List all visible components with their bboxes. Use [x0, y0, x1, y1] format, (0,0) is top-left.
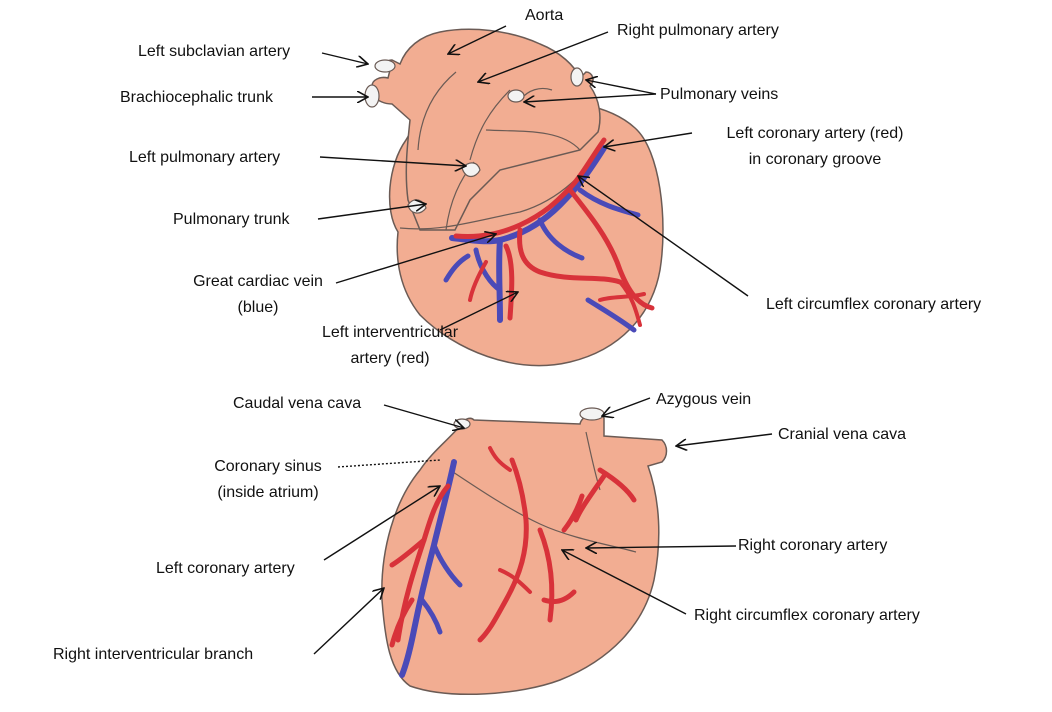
label-pulmonary-veins: Pulmonary veins — [660, 86, 779, 103]
arrow-caudal-vena-cava — [383, 404, 464, 428]
arrow-cranial-vena-cava — [676, 433, 773, 446]
label-caudal-vena-cava: Caudal vena cava — [233, 395, 362, 412]
label-great-cardiac-vein: Great cardiac vein (blue) — [176, 272, 340, 318]
subclavian-opening — [374, 59, 396, 73]
heart-top-divisions — [399, 71, 605, 231]
arrow-left-coronary-bottom — [323, 486, 440, 561]
arrow-aorta — [448, 25, 507, 54]
label-right-interventricular-branch: Right interventricular branch — [53, 646, 254, 663]
label-pulmonary-trunk: Pulmonary trunk — [173, 211, 290, 228]
label-cranial-vena-cava: Cranial vena cava — [778, 426, 907, 443]
label-left-coronary-artery-red: Left coronary artery (red) in coronary g… — [700, 124, 930, 170]
bottom-coronary-vessels — [389, 446, 637, 678]
arrow-left-interventricular — [439, 292, 518, 331]
brachiocephalic-opening — [364, 84, 380, 108]
arrow-left-subclavian — [321, 52, 368, 64]
arrow-right-interventricular — [313, 588, 384, 655]
label-coronary-sinus: Coronary sinus (inside atrium) — [198, 457, 338, 503]
label-left-coronary-artery-bottom: Left coronary artery — [156, 560, 295, 577]
label-left-coronary-artery-line1: Left coronary artery (red) — [726, 125, 904, 142]
label-brachiocephalic-trunk: Brachiocephalic trunk — [120, 89, 273, 106]
pulmonary-vein-opening-1 — [570, 67, 584, 87]
label-aorta: Aorta — [525, 7, 564, 24]
heart-bottom-view — [381, 407, 668, 695]
arrow-azygous-vein — [602, 397, 651, 416]
arrow-left-pulmonary — [319, 156, 466, 166]
dotted-coronary-sinus — [337, 459, 441, 468]
label-left-circumflex-coronary-artery: Left circumflex coronary artery — [766, 296, 982, 313]
label-left-subclavian-artery: Left subclavian artery — [138, 43, 291, 60]
pulmonary-vein-opening-2 — [507, 89, 525, 103]
heart-top-view — [364, 28, 664, 367]
arrow-pulmonary-veins-2 — [524, 93, 657, 102]
arrow-left-coronary — [604, 132, 693, 147]
label-coronary-sinus-line2: (inside atrium) — [217, 484, 319, 501]
label-right-pulmonary-artery: Right pulmonary artery — [617, 22, 779, 39]
label-left-interventricular-line2: artery (red) — [350, 350, 430, 367]
label-great-cardiac-vein-line1: Great cardiac vein — [193, 273, 323, 290]
arrow-left-circumflex — [578, 176, 749, 297]
label-azygous-vein: Azygous vein — [656, 391, 752, 408]
label-great-cardiac-vein-line2: (blue) — [237, 299, 279, 316]
label-left-interventricular-artery: Left interventricular artery (red) — [302, 323, 478, 369]
azygous-vein-opening — [579, 407, 605, 421]
arrow-right-coronary — [586, 546, 737, 548]
leader-lines — [312, 25, 773, 655]
arrow-pulmonary-veins-1 — [586, 80, 657, 95]
label-right-circumflex-coronary-artery: Right circumflex coronary artery — [694, 607, 920, 624]
label-coronary-sinus-line1: Coronary sinus — [214, 458, 322, 475]
label-left-interventricular-line1: Left interventricular — [321, 324, 459, 341]
arrow-right-pulmonary — [478, 31, 609, 82]
arrow-right-circumflex — [562, 550, 687, 615]
arrow-pulmonary-trunk — [317, 204, 426, 220]
label-left-pulmonary-artery: Left pulmonary artery — [129, 149, 281, 166]
arrow-great-cardiac-vein — [335, 234, 496, 284]
label-right-coronary-artery: Right coronary artery — [738, 537, 888, 554]
label-left-coronary-artery-line2: in coronary groove — [748, 151, 882, 168]
